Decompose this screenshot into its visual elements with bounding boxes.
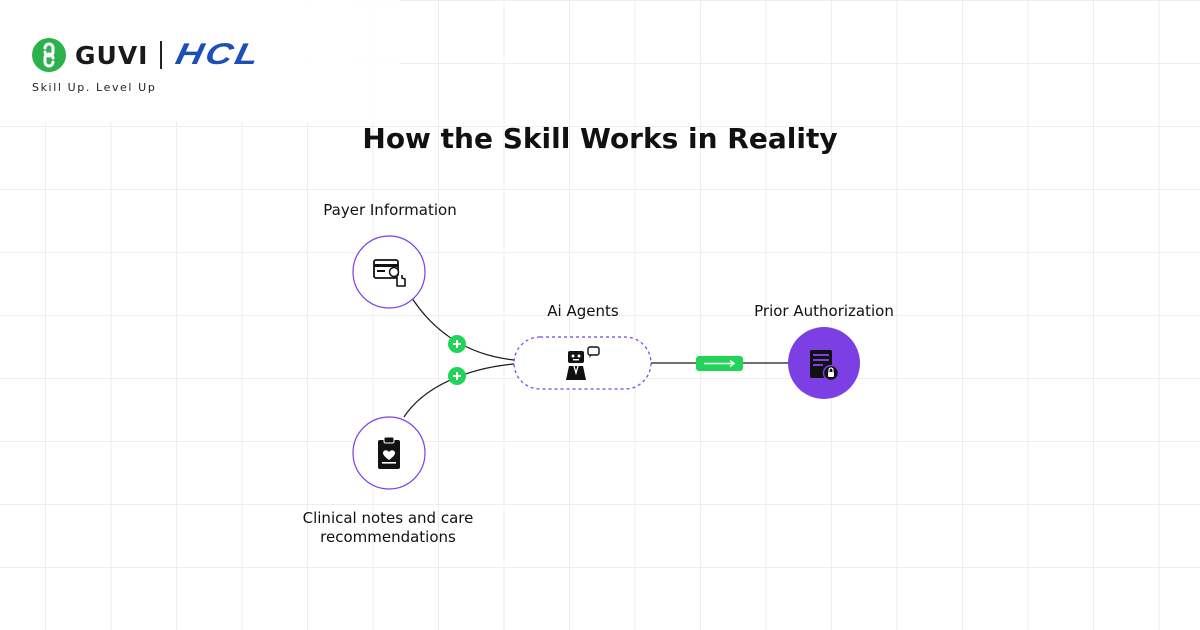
guvi-logo-icon	[32, 38, 66, 72]
grid-fade	[0, 0, 400, 122]
clinical-label-line1: Clinical notes and care	[302, 509, 474, 527]
payer-card-icon	[373, 259, 406, 287]
plus-connector-bottom	[448, 367, 466, 385]
prior-label: Prior Authorization	[754, 302, 894, 320]
page-title: How the Skill Works in Reality	[362, 122, 838, 155]
guvi-wordmark: GUVI	[75, 40, 149, 70]
clinical-node[interactable]	[352, 416, 426, 490]
prior-node[interactable]	[788, 327, 860, 399]
plus-connector-top	[448, 335, 466, 353]
clinical-label: Clinical notes and care recommendations	[278, 509, 498, 547]
brand-tagline: Skill Up. Level Up	[32, 81, 157, 94]
robot-agent-icon	[566, 346, 600, 380]
flow-arrow	[696, 356, 743, 371]
brand-logo: GUVI HCL Skill Up. Level Up	[32, 38, 265, 94]
clinical-label-line2: recommendations	[320, 528, 456, 546]
document-lock-icon	[810, 350, 840, 382]
agents-label: Ai Agents	[547, 302, 619, 320]
logo-divider	[160, 41, 163, 69]
payer-node[interactable]	[352, 235, 426, 309]
clipboard-heart-icon	[378, 436, 400, 469]
payer-label: Payer Information	[323, 201, 457, 219]
agents-node[interactable]	[513, 336, 652, 390]
